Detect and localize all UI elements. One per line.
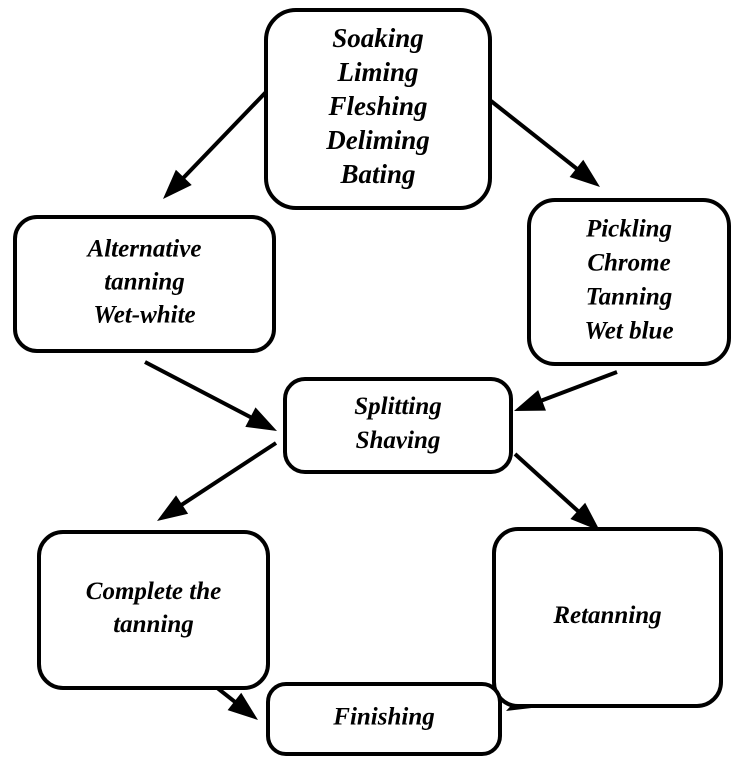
node-label-line: Alternative (86, 236, 202, 263)
edge-shaft (175, 441, 278, 510)
node-box[interactable] (266, 682, 502, 756)
node-label-line: tanning (113, 611, 194, 638)
edge-beamhouse-to-chrome-tanning (489, 99, 600, 187)
node-box[interactable] (492, 527, 723, 708)
node-box[interactable] (264, 8, 492, 210)
node-label-line: Wet-white (93, 302, 195, 329)
edge-arrowhead (569, 159, 600, 187)
node-label-line: Pickling (585, 216, 672, 243)
node-box[interactable] (527, 198, 731, 366)
node-label-line: Chrome (587, 250, 670, 277)
edge-arrowhead (514, 390, 546, 411)
edge-shaft (144, 360, 257, 422)
node-label-line: Finishing (332, 704, 434, 731)
edge-shaft (178, 90, 268, 184)
complete-the-tanning-node[interactable]: Complete the tanning (37, 530, 270, 690)
node-label-line: tanning (104, 269, 185, 296)
node-label-line: Wet blue (584, 318, 673, 345)
node-label-line: Shaving (356, 427, 441, 454)
node-label-line: Splitting (354, 393, 442, 420)
edge-chrome-tanning-to-splitting (514, 370, 618, 411)
edge-splitting-to-complete-tanning (157, 441, 278, 521)
finishing-node[interactable]: Finishing (266, 682, 502, 756)
node-label-line: Complete the (86, 578, 221, 605)
edge-arrowhead (245, 407, 277, 431)
node-label-line: Soaking (332, 23, 424, 53)
edge-shaft (513, 452, 584, 517)
edge-alternative-tanning-to-splitting (144, 360, 277, 431)
edge-arrowhead (570, 502, 600, 531)
node-label-line: Bating (339, 159, 415, 189)
edge-shaft (535, 370, 618, 405)
node-label-line: Tanning (586, 284, 673, 311)
node-box[interactable] (37, 530, 270, 690)
node-box[interactable] (13, 215, 276, 353)
edge-arrowhead (163, 169, 192, 199)
edge-beamhouse-to-alternative-tanning (163, 90, 268, 199)
edge-arrowhead (157, 495, 189, 521)
edge-shaft (489, 99, 583, 174)
node-box[interactable] (283, 377, 513, 474)
edge-arrowhead (227, 692, 258, 720)
node-label-line: Deliming (325, 125, 430, 155)
node-label-line: Liming (336, 57, 418, 87)
edge-splitting-to-retanning (513, 452, 600, 531)
node-label-line: Retanning (552, 602, 661, 629)
node-label-line: Fleshing (327, 91, 427, 121)
nodes-layer: SoakingLimingFleshingDelimingBatingAlter… (13, 8, 731, 756)
retanning-node[interactable]: Retanning (492, 527, 723, 708)
